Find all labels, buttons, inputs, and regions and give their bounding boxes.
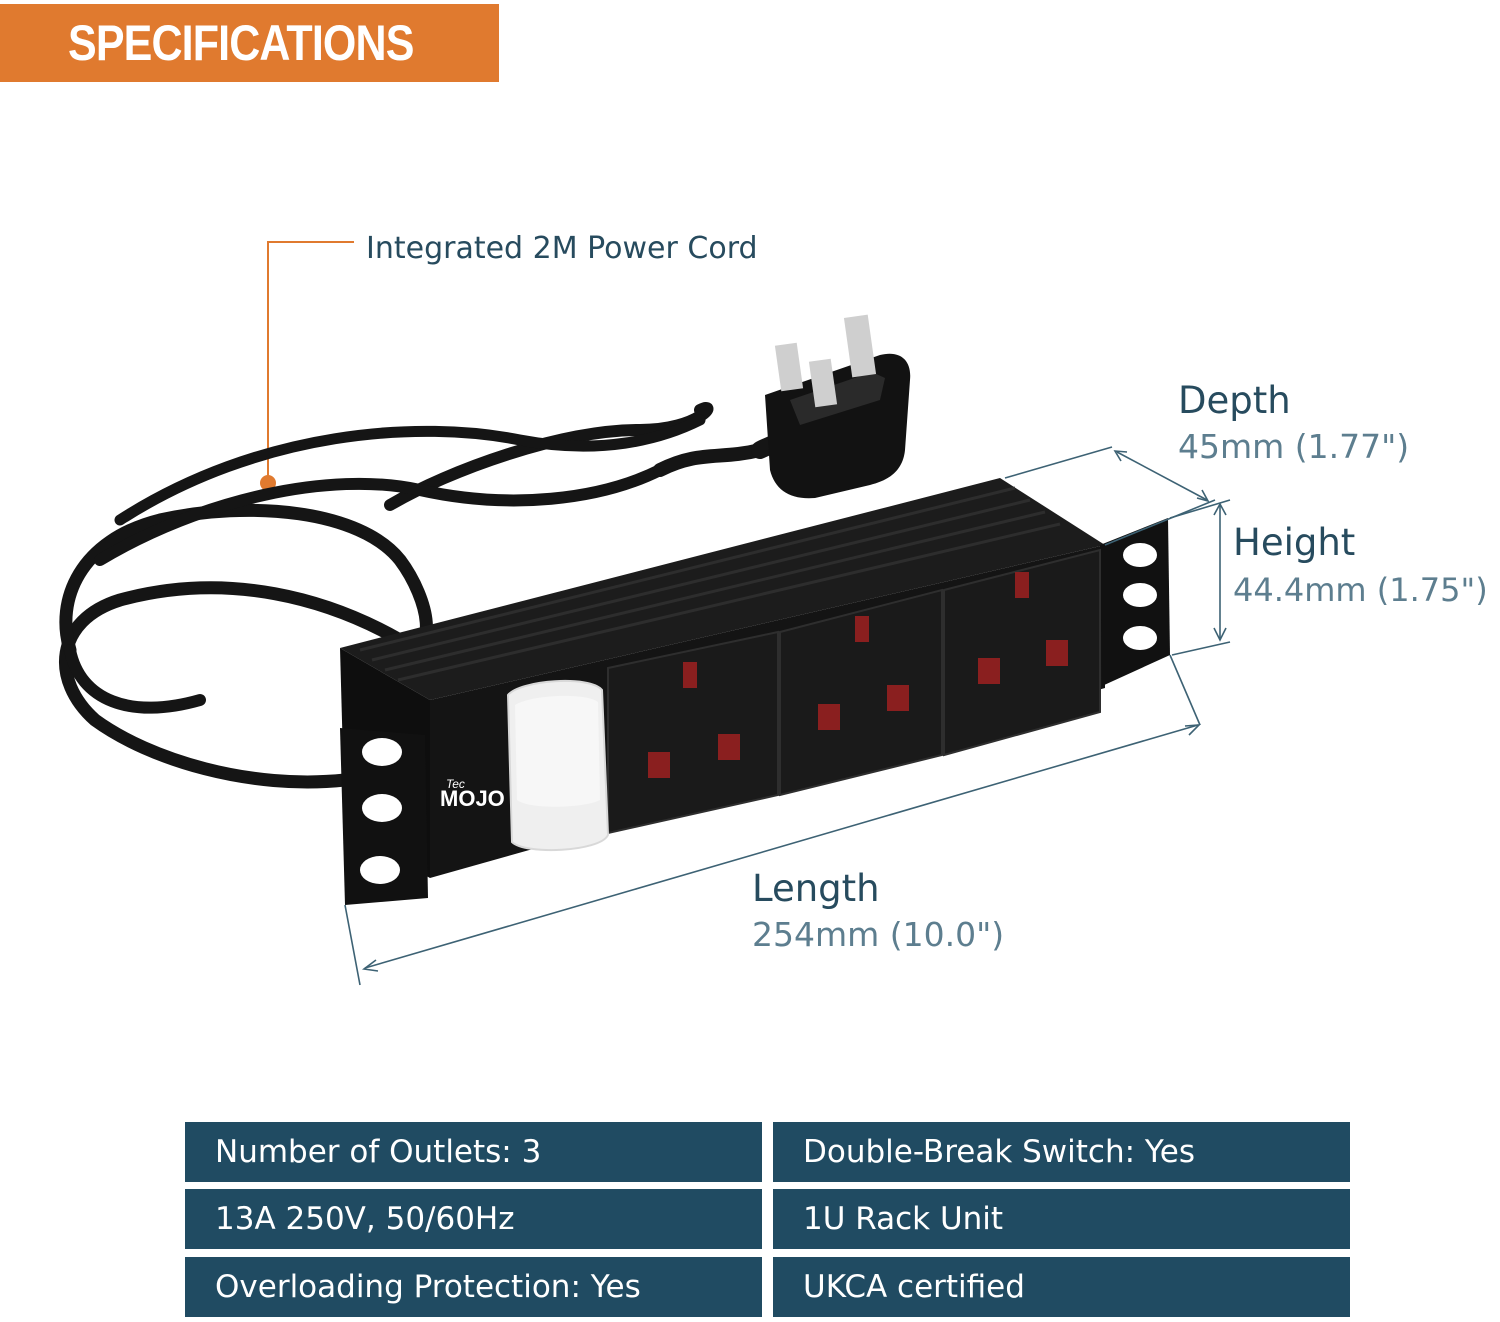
spec-cell: Double-Break Switch: Yes: [773, 1122, 1350, 1182]
length-value: 254mm (10.0"): [752, 915, 1005, 954]
brand-logo: MOJO: [440, 786, 505, 811]
power-cord-callout-line: [260, 241, 354, 491]
sockets: [607, 548, 1101, 835]
power-switch: [506, 680, 610, 851]
spec-cell: UKCA certified: [773, 1257, 1350, 1317]
page-title: SPECIFICATIONS: [68, 15, 414, 71]
spec-cell: Overloading Protection: Yes: [185, 1257, 762, 1317]
height-label: Height: [1233, 521, 1356, 564]
brand-logo-small: Tec: [446, 777, 465, 791]
spec-cell: 1U Rack Unit: [773, 1189, 1350, 1249]
length-label: Length: [752, 867, 880, 910]
spec-cell: 13A 250V, 50/60Hz: [185, 1189, 762, 1249]
power-cord-callout: Integrated 2M Power Cord: [366, 231, 758, 266]
header-banner: SPECIFICATIONS: [0, 4, 499, 82]
spec-cell: Number of Outlets: 3: [185, 1122, 762, 1182]
uk-plug: [765, 314, 911, 499]
depth-label: Depth: [1178, 379, 1291, 422]
depth-value: 45mm (1.77"): [1178, 427, 1410, 466]
power-cord: [59, 402, 809, 789]
height-value: 44.4mm (1.75"): [1233, 571, 1488, 609]
dimension-lines: [344, 446, 1231, 986]
